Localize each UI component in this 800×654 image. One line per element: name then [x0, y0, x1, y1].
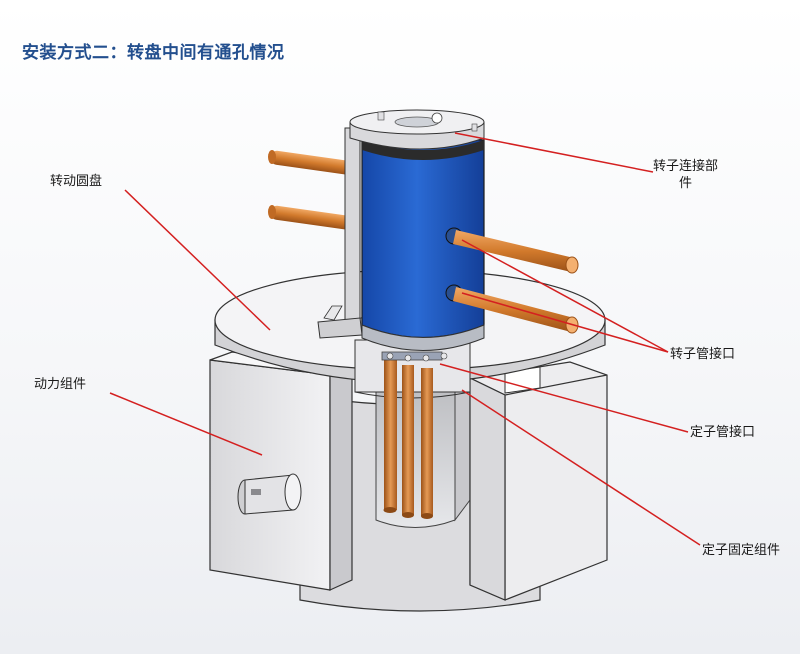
label-rotor-connection: 转子连接部 件: [653, 158, 718, 192]
leader-power-assembly: [109, 392, 263, 456]
label-rotor-connection-line1: 转子连接部: [653, 159, 719, 174]
leader-stator-fixing: [461, 389, 701, 546]
label-rotating-disk: 转动圆盘: [50, 174, 103, 189]
rotor-pipes-back: [268, 150, 353, 230]
label-power-assembly: 动力组件: [34, 377, 87, 392]
leader-rotating-disk: [124, 189, 271, 331]
rotor-pipes-front: [453, 230, 579, 334]
power-assembly: [209, 351, 353, 591]
title-main: 转盘中间有通孔情况: [127, 43, 285, 63]
title-prefix: 安装方式二：: [22, 43, 127, 63]
rotor-body: [317, 109, 485, 351]
leader-lines: [109, 132, 701, 546]
label-rotor-pipe-interface: 转子管接口: [670, 347, 736, 362]
leader-rotor-connection: [454, 132, 654, 173]
page-title: 安装方式二：转盘中间有通孔情况: [22, 38, 285, 63]
leader-stator-pipe-interface: [439, 363, 689, 433]
label-stator-fixing-assembly: 定子固定组件: [702, 543, 781, 558]
stator-pipes: [381, 351, 448, 519]
leader-rotor-pipe-interface-1: [461, 239, 669, 353]
stator-fixing-assembly: [299, 359, 608, 612]
leader-rotor-pipe-interface-2: [461, 292, 669, 353]
label-stator-pipe-interface: 定子管接口: [690, 425, 756, 440]
label-rotor-connection-line2: 件: [679, 176, 693, 191]
